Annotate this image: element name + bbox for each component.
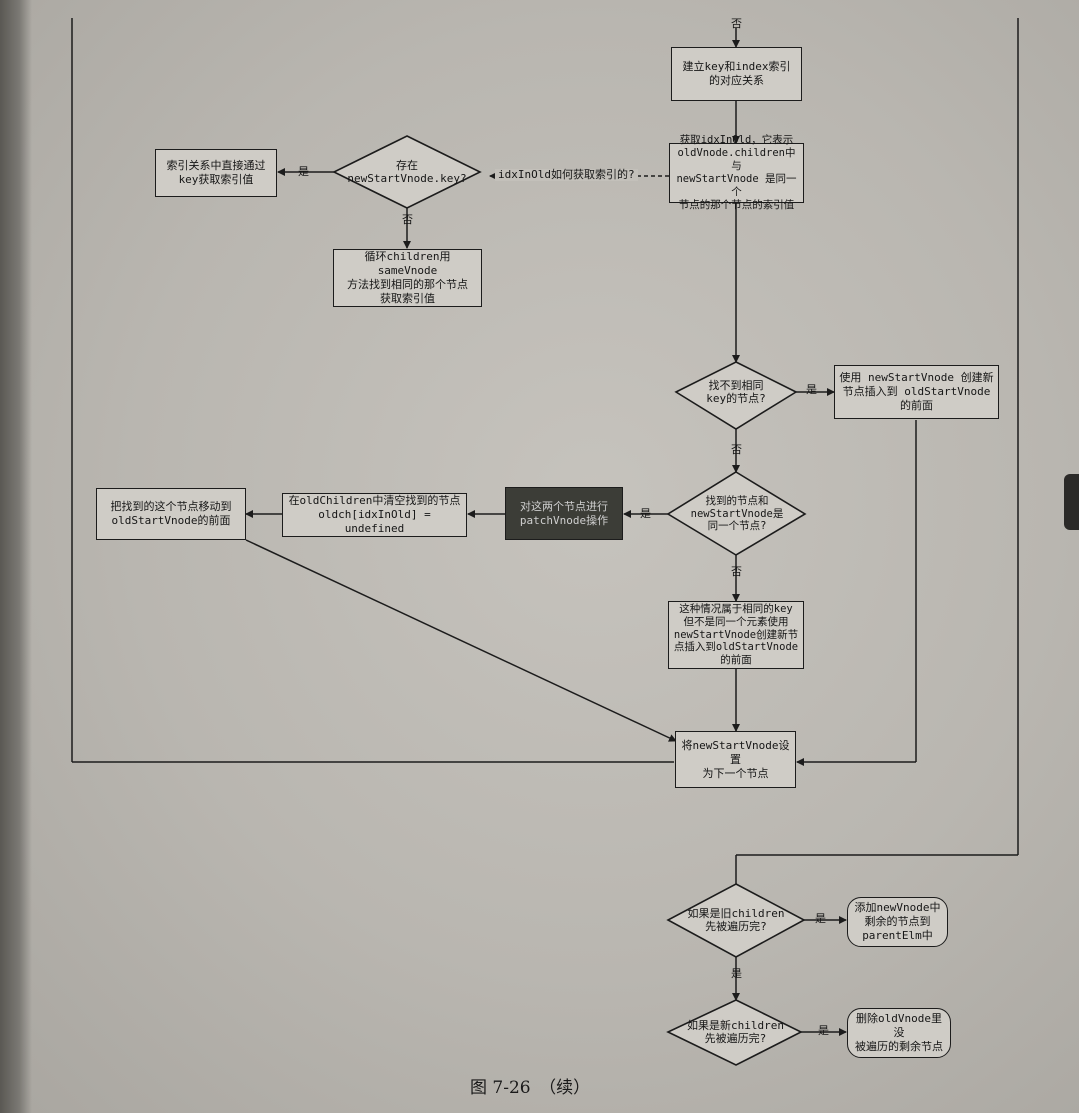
node-loop-same: 循环children用sameVnode 方法找到相同的那个节点 获取索引值: [333, 249, 482, 307]
edge-label-not-found-no: 否: [731, 443, 742, 456]
label-new-done: 如果是新children 先被遍历完?: [687, 1019, 784, 1045]
label-has-key: 存在 newStartVnode.key?: [347, 159, 467, 185]
edge-label-old-done-yes: 是: [815, 912, 826, 925]
page-tab-marker: [1064, 474, 1079, 530]
diamond-old-done: [666, 883, 806, 958]
book-spine-shadow: [0, 0, 32, 1113]
edge-label-has-key-yes: 是: [298, 165, 309, 178]
edge-label-new-done-yes: 是: [818, 1024, 829, 1037]
edge-label-not-found-yes: 是: [806, 383, 817, 396]
arrow-move-to-next: [245, 539, 677, 742]
node-next: 将newStartVnode设置 为下一个节点: [675, 731, 796, 788]
edge-label-has-key-no: 否: [402, 213, 413, 226]
diamond-same-node: [666, 471, 807, 556]
label-same-node: 找到的节点和 newStartVnode是 同一个节点?: [690, 495, 784, 533]
edge-label-how-get-index: idxInOld如何获取索引的?: [495, 169, 638, 181]
node-add-remaining: 添加newVnode中 剩余的节点到 parentElm中: [847, 897, 948, 947]
node-build-map: 建立key和index索引 的对应关系: [671, 47, 802, 101]
edge-label-same-yes: 是: [640, 507, 651, 520]
node-clear-old: 在oldChildren中清空找到的节点 oldch[idxInOld] = u…: [282, 493, 467, 537]
edge-label-top-no: 否: [731, 17, 742, 30]
label-old-done: 如果是旧children 先被遍历完?: [687, 907, 785, 933]
diamond-new-done: [666, 999, 803, 1066]
edge-label-same-no: 否: [731, 565, 742, 578]
node-move-front: 把找到的这个节点移动到 oldStartVnode的前面: [96, 488, 246, 540]
node-same-key-diff: 这种情况属于相同的key 但不是同一个元素使用 newStartVnode创建新…: [668, 601, 804, 669]
node-index-by-key: 索引关系中直接通过 key获取索引值: [155, 149, 277, 197]
label-not-found: 找不到相同 key的节点?: [706, 379, 766, 405]
node-get-idx: 获取idxInOld，它表示 oldVnode.children中与 newSt…: [669, 134, 804, 211]
edge-label-old-done-no: 是: [731, 967, 742, 980]
diamond-not-found: [674, 361, 798, 430]
node-remove-remaining: 删除oldVnode里没 被遍历的剩余节点: [847, 1008, 951, 1058]
node-create-insert: 使用 newStartVnode 创建新 节点插入到 oldStartVnode…: [834, 365, 999, 419]
node-patch: 对这两个节点进行 patchVnode操作: [505, 487, 623, 540]
diamond-has-key: [332, 135, 482, 209]
figure-caption: 图 7-26 （续）: [470, 1078, 591, 1098]
